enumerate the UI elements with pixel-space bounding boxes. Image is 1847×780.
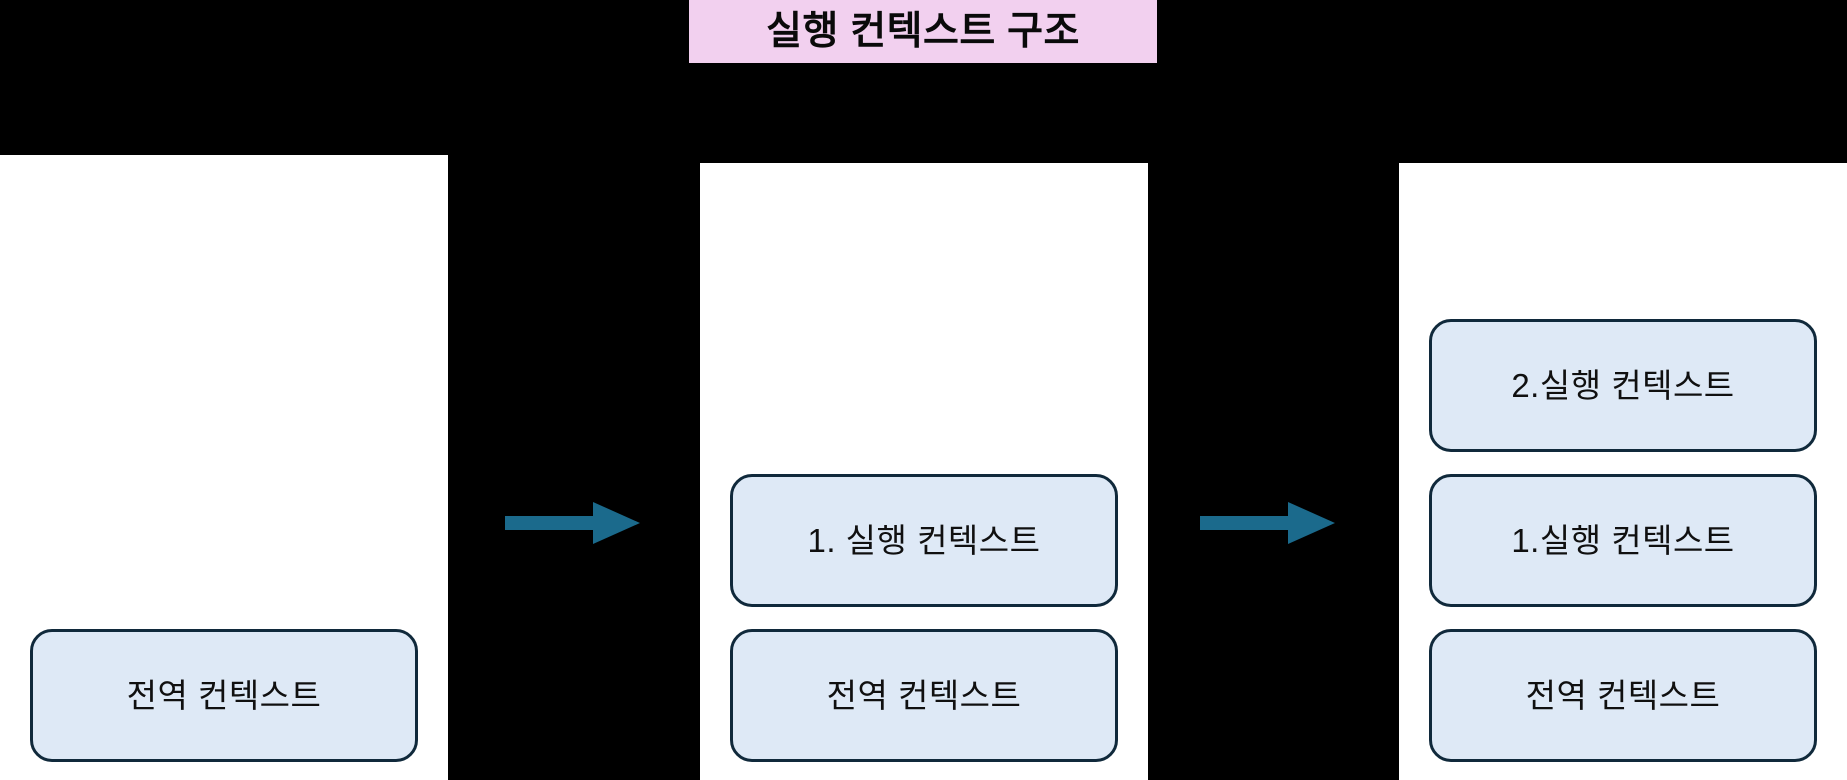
stage-panel-3: 2.실행 컨텍스트 1.실행 컨텍스트 전역 컨텍스트 (1399, 163, 1847, 780)
right-arrow-icon (1200, 502, 1335, 544)
context-box-label: 전역 컨텍스트 (826, 677, 1022, 714)
arrow-stage1-to-stage2 (505, 500, 640, 546)
stage-1-stack: 전역 컨텍스트 (0, 629, 448, 780)
stage-2-stack: 1. 실행 컨텍스트 전역 컨텍스트 (700, 474, 1148, 780)
context-box-exec-1-stage2[interactable]: 1. 실행 컨텍스트 (730, 474, 1118, 607)
context-box-global-3[interactable]: 전역 컨텍스트 (1429, 629, 1817, 762)
context-box-label: 1.실행 컨텍스트 (1511, 522, 1735, 559)
page-title: 실행 컨텍스트 구조 (766, 10, 1080, 53)
stage-panel-2: 1. 실행 컨텍스트 전역 컨텍스트 (700, 163, 1148, 780)
diagram-title-banner: 실행 컨텍스트 구조 (689, 0, 1157, 63)
context-box-global-2[interactable]: 전역 컨텍스트 (730, 629, 1118, 762)
stage-3-stack: 2.실행 컨텍스트 1.실행 컨텍스트 전역 컨텍스트 (1399, 319, 1847, 780)
context-box-exec-1-stage3[interactable]: 1.실행 컨텍스트 (1429, 474, 1817, 607)
right-arrow-icon (505, 502, 640, 544)
context-box-global-1[interactable]: 전역 컨텍스트 (30, 629, 418, 762)
context-box-label: 1. 실행 컨텍스트 (807, 522, 1041, 559)
context-box-label: 2.실행 컨텍스트 (1511, 367, 1735, 404)
arrow-stage2-to-stage3 (1200, 500, 1335, 546)
context-box-exec-2-stage3[interactable]: 2.실행 컨텍스트 (1429, 319, 1817, 452)
context-box-label: 전역 컨텍스트 (1525, 677, 1721, 714)
context-box-label: 전역 컨텍스트 (126, 677, 322, 714)
stage-panel-1: 전역 컨텍스트 (0, 155, 448, 780)
